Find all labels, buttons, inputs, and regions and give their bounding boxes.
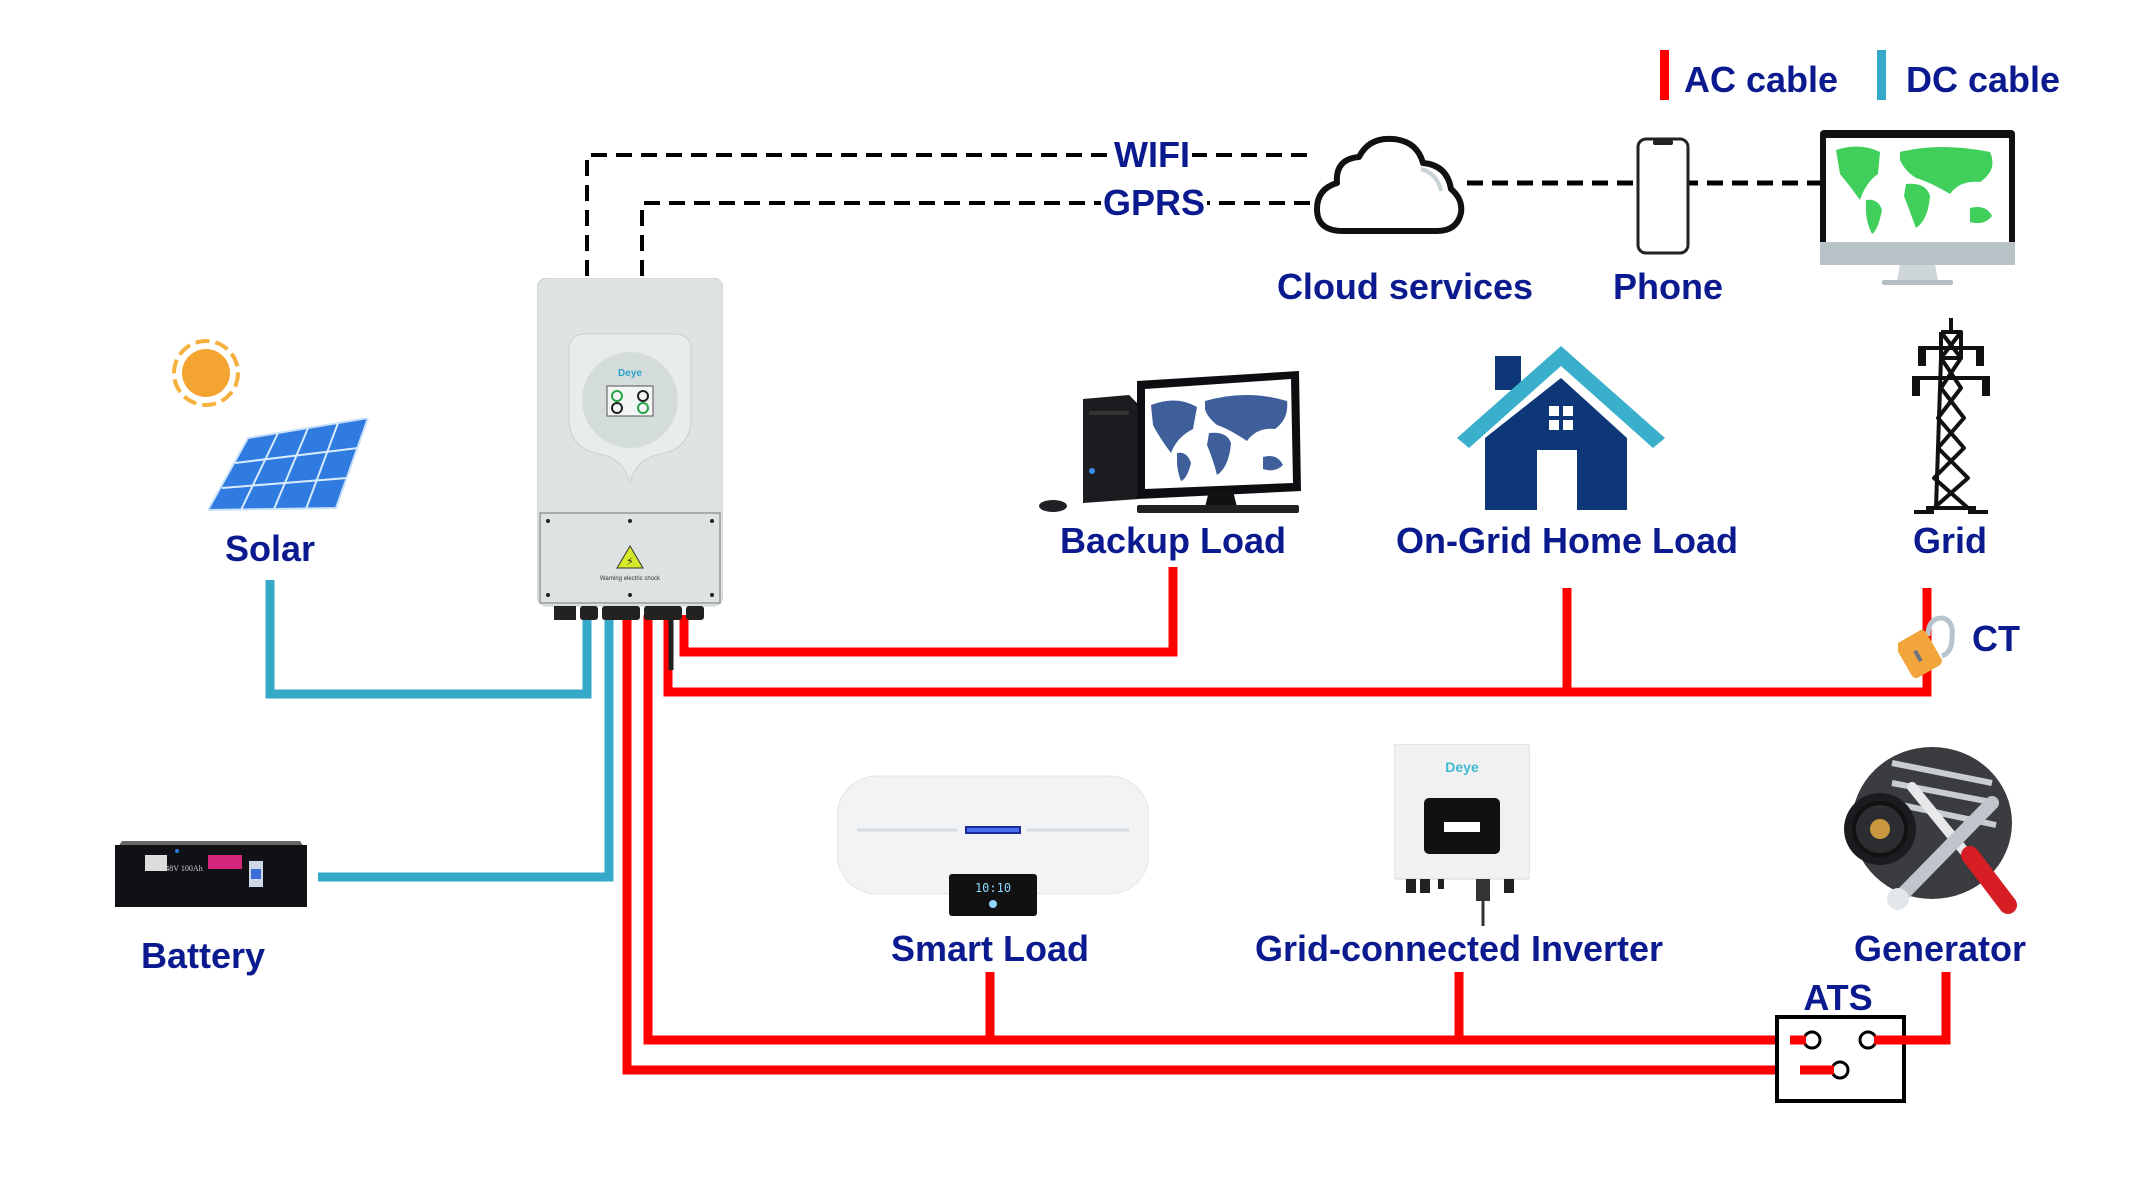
solar-label: Solar	[224, 528, 316, 569]
ct-clamp-icon	[1896, 612, 1958, 682]
ac-cable-swatch	[1660, 50, 1669, 100]
grid-connected-inverter-label: Grid-connected Inverter	[1254, 928, 1664, 969]
grid-connected-inverter-icon[interactable]: Deye	[1393, 743, 1531, 926]
svg-text:Deye: Deye	[1445, 759, 1479, 775]
home-load-label: On-Grid Home Load	[1396, 520, 1738, 561]
svg-text:48V 100Ah: 48V 100Ah	[165, 864, 202, 873]
battery-icon[interactable]: 48V 100Ah	[112, 833, 310, 909]
battery-label: Battery	[140, 935, 266, 976]
generator-label: Generator	[1853, 928, 2027, 969]
hybrid-inverter[interactable]: Deye ⚡ Warning electric shock	[536, 277, 724, 620]
transmission-tower-icon[interactable]	[1908, 318, 1994, 514]
phone-icon[interactable]	[1636, 137, 1690, 255]
gprs-link	[640, 201, 1316, 276]
ats-output-ac-wire	[622, 615, 1822, 1075]
sun-icon	[168, 335, 244, 411]
svg-text:⚡: ⚡	[626, 556, 634, 568]
ats-switch	[1775, 1015, 1906, 1103]
solar-panel-icon[interactable]	[206, 416, 373, 518]
phone-label: Phone	[1612, 266, 1724, 307]
backup-load-computer-icon[interactable]	[1037, 371, 1307, 519]
ats-label: ATS	[1803, 977, 1873, 1018]
dc-cable-label: DC cable	[1906, 59, 2061, 100]
battery-dc-wire	[318, 615, 614, 882]
solar-dc-wire	[265, 580, 592, 699]
backup-load-ac-wire	[679, 567, 1178, 657]
svg-text:10:10: 10:10	[975, 881, 1011, 895]
water-heater-icon[interactable]: 10:10	[836, 768, 1150, 916]
cloud-services-label: Cloud services	[1276, 266, 1534, 307]
cloud-icon[interactable]	[1313, 135, 1465, 237]
smart-load-bus-ac-wire	[643, 615, 1790, 1045]
generator-icon[interactable]	[1832, 733, 2028, 921]
svg-text:Deye: Deye	[618, 368, 642, 379]
house-icon[interactable]	[1457, 342, 1665, 512]
gprs-label: GPRS	[1100, 182, 1208, 223]
ac-cable-label: AC cable	[1684, 59, 1839, 100]
ct-label: CT	[1972, 618, 2020, 659]
grid-ac-wire	[663, 588, 1932, 697]
svg-text:Warning electric shock: Warning electric shock	[600, 576, 661, 582]
grid-label: Grid	[1912, 520, 1988, 561]
dc-cable-swatch	[1877, 50, 1886, 100]
monitor-icon[interactable]	[1820, 130, 2015, 290]
wifi-link	[585, 153, 1310, 276]
wifi-label: WIFI	[1112, 134, 1192, 175]
smart-load-label: Smart Load	[890, 928, 1090, 969]
backup-load-label: Backup Load	[1059, 520, 1287, 561]
